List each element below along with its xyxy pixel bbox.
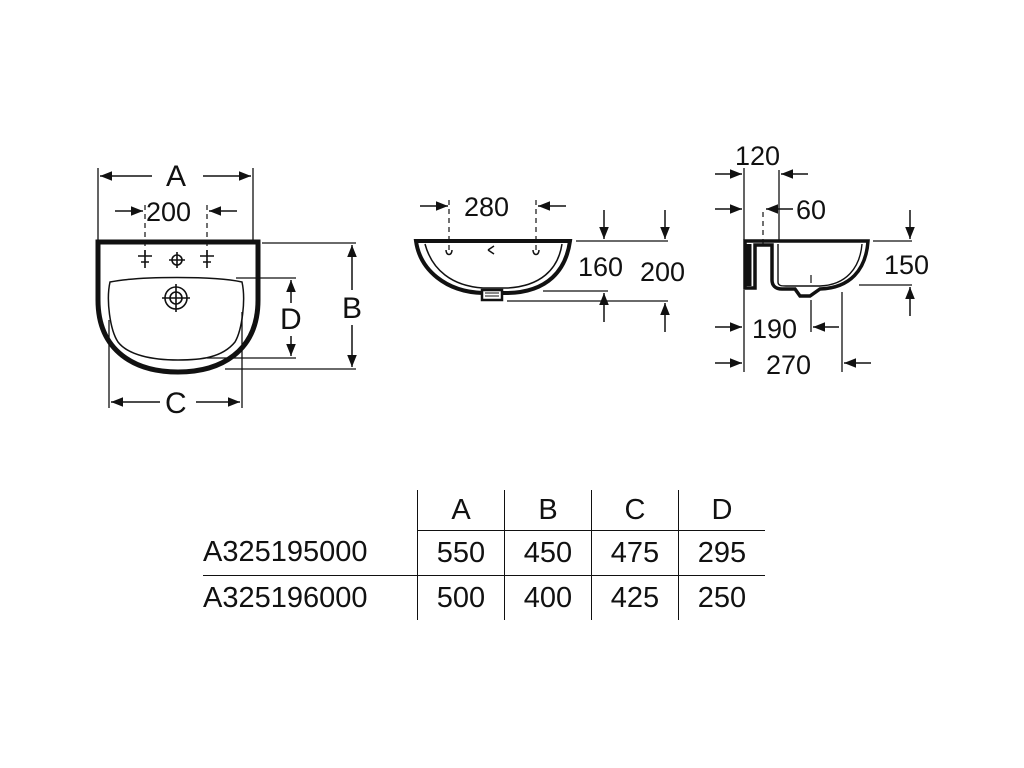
section-view <box>413 200 670 332</box>
dim-wall-to-waste-190: 190 <box>752 314 797 344</box>
dim-bowl-height-150: 150 <box>884 250 929 280</box>
product-code: A325196000 <box>203 581 368 614</box>
dim-wall-to-rim-120: 120 <box>735 141 780 171</box>
table-header-blank <box>203 490 418 531</box>
value-D: 295 <box>678 530 765 576</box>
dim-overall-depth-200: 200 <box>640 257 685 287</box>
table-header-C: C <box>591 490 679 531</box>
table-header-B: B <box>504 490 592 531</box>
value-C: 475 <box>591 530 679 576</box>
tap-hole-left-icon <box>138 250 152 268</box>
table-header-D: D <box>678 490 765 531</box>
dim-tap-spacing-280: 280 <box>464 192 509 222</box>
table-header-A: A <box>417 490 505 531</box>
dimensions-table: A B C D A325195000 550 450 475 295 A3251… <box>203 490 765 620</box>
tap-hole-center-icon <box>169 252 185 268</box>
front-view <box>95 168 357 408</box>
value-B: 450 <box>504 530 592 576</box>
label-C: C <box>165 387 187 420</box>
table-row: A325196000 500 400 425 250 <box>203 575 765 620</box>
product-code: A325195000 <box>203 530 418 576</box>
dim-tap-spacing-200: 200 <box>146 197 191 227</box>
dim-wall-to-tap-60: 60 <box>796 195 826 225</box>
value-D: 250 <box>678 575 765 620</box>
value-A: 550 <box>417 530 505 576</box>
value-A: 500 <box>417 575 505 620</box>
dim-projection-270: 270 <box>766 350 811 380</box>
label-D: D <box>280 303 302 336</box>
waste-outlet-icon <box>162 284 190 312</box>
tap-hole-right-icon <box>200 250 214 268</box>
label-A: A <box>166 160 186 193</box>
table-header-row: A B C D <box>203 490 765 531</box>
value-B: 400 <box>504 575 592 620</box>
value-C: 425 <box>591 575 679 620</box>
side-view <box>715 168 915 372</box>
table-row: A325195000 550 450 475 295 <box>203 530 765 576</box>
dim-bowl-depth-160: 160 <box>578 252 623 282</box>
label-B: B <box>342 292 362 325</box>
